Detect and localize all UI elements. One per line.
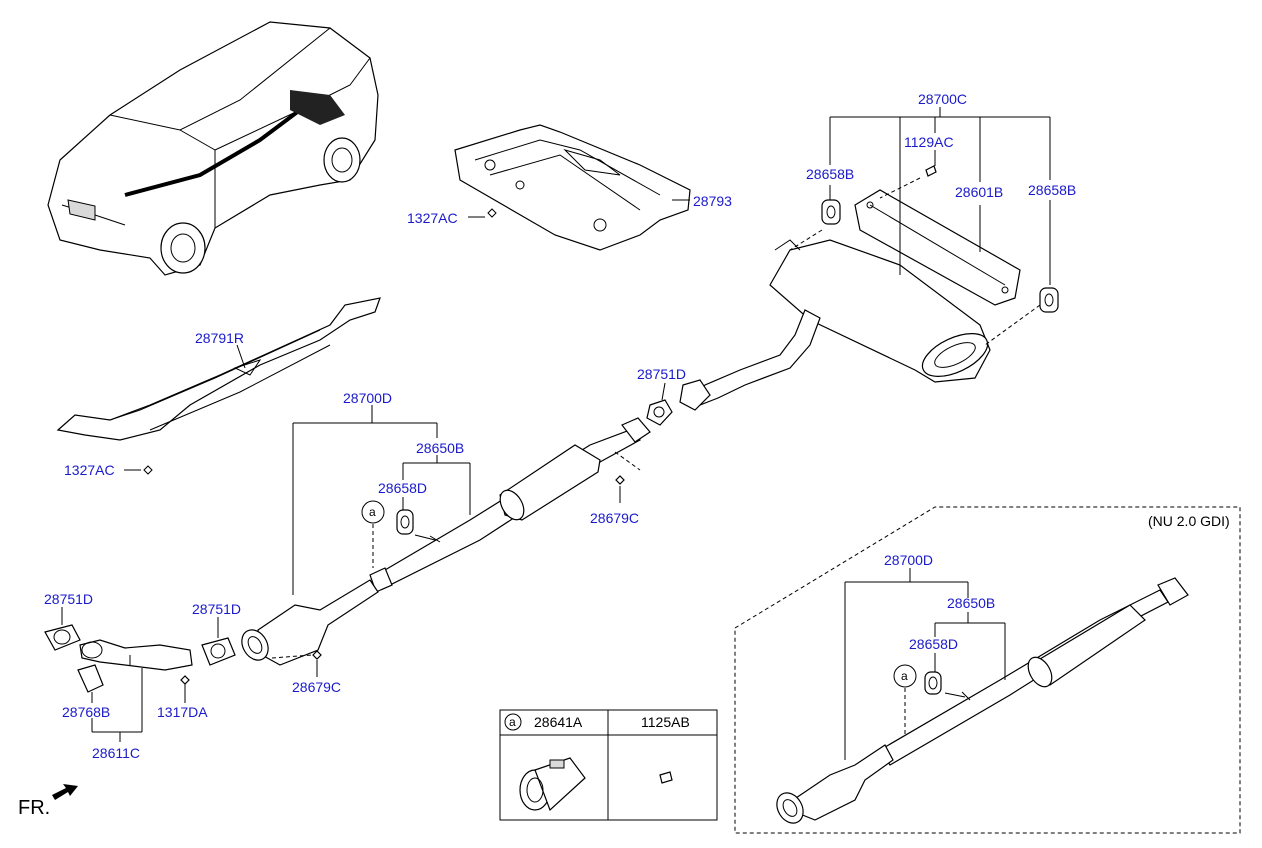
label-28793: 28793 bbox=[693, 193, 732, 209]
manifold-28611c bbox=[77, 639, 193, 693]
bolt-1129ac bbox=[925, 165, 937, 177]
label-28751d-mid: 28751D bbox=[192, 601, 242, 617]
hanger-28658d bbox=[396, 509, 441, 543]
table-header-28641a: 28641A bbox=[534, 714, 583, 730]
parts-table bbox=[499, 709, 718, 821]
callout-circle-a-inset bbox=[893, 664, 917, 688]
gasket-28751d-top bbox=[646, 399, 673, 426]
inset-exhaust-assembly bbox=[776, 577, 1189, 824]
label-28679c-right: 28679C bbox=[590, 510, 640, 526]
heat-shield-28601b bbox=[854, 189, 1021, 306]
label-28751d-left: 28751D bbox=[44, 591, 94, 607]
rear-muffler bbox=[679, 239, 991, 411]
nut-1327ac-mid bbox=[143, 465, 153, 475]
label-28611c: 28611C bbox=[92, 745, 141, 761]
callout-a-inset-text: a bbox=[901, 669, 908, 683]
inset-title: (NU 2.0 GDI) bbox=[1148, 513, 1230, 529]
front-catalytic-converter bbox=[241, 579, 379, 666]
callout-a-main-text: a bbox=[369, 505, 376, 519]
gasket-28751d-mid bbox=[201, 637, 236, 666]
heat-protector-28791r bbox=[56, 297, 381, 441]
nut-28679c-bottom bbox=[312, 650, 322, 660]
label-28679c-bottom: 28679C bbox=[292, 679, 342, 695]
front-arrow-icon bbox=[52, 784, 78, 800]
label-28650b: 28650B bbox=[416, 440, 465, 456]
hanger-28658b-left bbox=[821, 199, 841, 225]
bracket-28611c bbox=[91, 668, 143, 742]
label-28751d-top: 28751D bbox=[637, 366, 687, 382]
bracket-28700d bbox=[292, 405, 471, 595]
label-28650b-inset: 28650B bbox=[947, 595, 996, 611]
label-28658d: 28658D bbox=[378, 480, 428, 496]
center-muffler-pipe bbox=[369, 417, 651, 593]
label-28601b: 28601B bbox=[955, 184, 1004, 200]
label-28658b-right: 28658B bbox=[1028, 182, 1077, 198]
front-direction-label: FR. bbox=[18, 797, 51, 819]
label-28700c: 28700C bbox=[918, 91, 968, 107]
label-28768b: 28768B bbox=[62, 704, 111, 720]
label-1327ac-mid: 1327AC bbox=[64, 462, 115, 478]
heat-protector-28793 bbox=[454, 124, 691, 251]
bolt-1125ab bbox=[659, 771, 673, 784]
nut-28679c-right bbox=[615, 475, 625, 485]
inset-hanger-28658d bbox=[924, 671, 971, 701]
inset-border bbox=[734, 506, 1241, 834]
bracket-28700d-inset bbox=[844, 568, 1006, 760]
bracket-28700c bbox=[829, 107, 1051, 285]
callout-circle-a-main bbox=[361, 500, 385, 524]
vehicle-illustration bbox=[47, 21, 379, 276]
clamp-28641a bbox=[519, 757, 586, 812]
gasket-28751d-left bbox=[44, 624, 81, 651]
table-circle-a-text: a bbox=[509, 715, 516, 729]
hanger-28658b-right bbox=[1039, 287, 1059, 313]
label-28658b-left: 28658B bbox=[806, 166, 855, 182]
label-1317da: 1317DA bbox=[157, 704, 208, 720]
nut-1317da bbox=[180, 675, 190, 685]
label-28700d-inset: 28700D bbox=[884, 552, 934, 568]
table-header-1125ab: 1125AB bbox=[641, 714, 690, 730]
label-28791r: 28791R bbox=[195, 330, 245, 346]
label-1327ac-top: 1327AC bbox=[407, 210, 458, 226]
label-28658d-inset: 28658D bbox=[909, 636, 959, 652]
nut-1327ac-top bbox=[487, 208, 497, 218]
label-1129ac: 1129AC bbox=[904, 134, 954, 150]
label-28700d: 28700D bbox=[343, 390, 393, 406]
